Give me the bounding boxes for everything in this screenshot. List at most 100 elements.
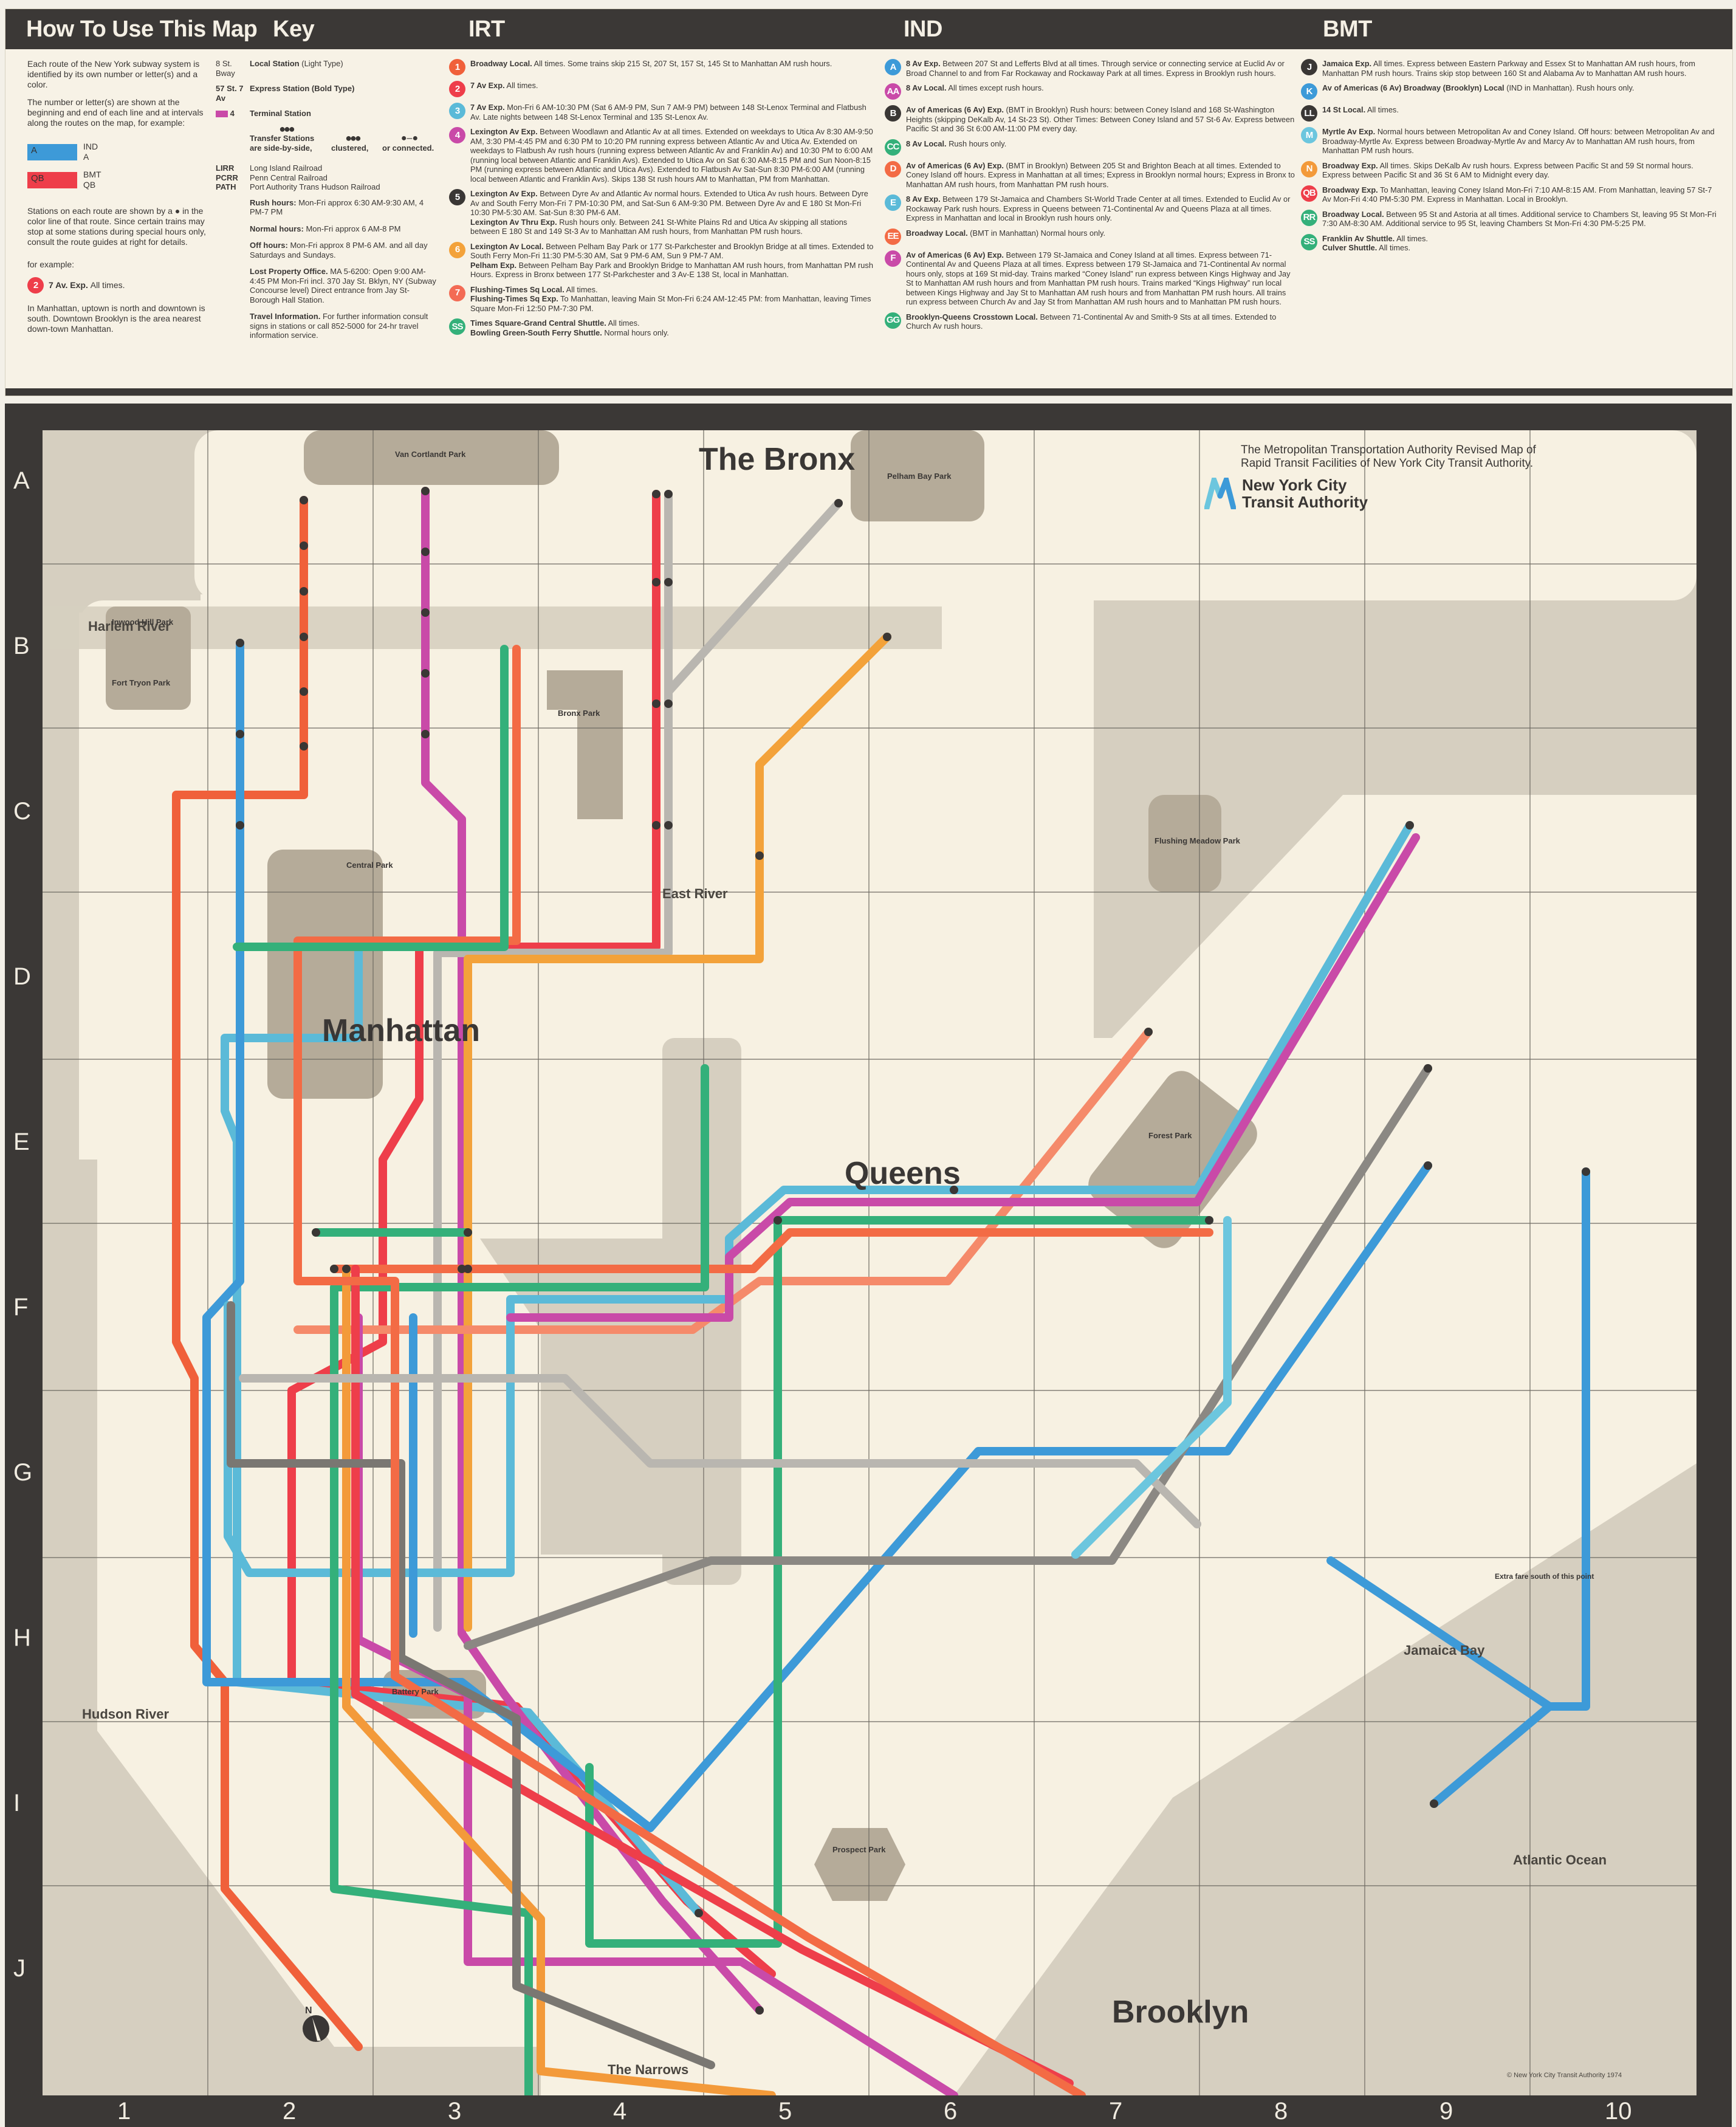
svg-text:N: N: [305, 2005, 312, 2016]
route-description: Lexington Av Exp. Between Woodlawn and A…: [470, 127, 873, 184]
route-description: Av of Americas (6 Av) Exp. (BMT in Brook…: [906, 160, 1295, 189]
route-description: Av of Americas (6 Av) Broadway (Brooklyn…: [1322, 83, 1635, 92]
example-label: for example:: [27, 259, 75, 269]
route-bullet-icon: EE: [885, 228, 901, 245]
route-M-line: [1071, 1216, 1232, 1559]
route-description: 8 Av Local. All times except rush hours.: [906, 83, 1044, 92]
route-bullet-icon: F: [885, 250, 901, 267]
grid-row-label: F: [13, 1294, 29, 1321]
park-battery: Battery Park: [392, 1687, 439, 1696]
borough-labels: The Bronx Manhattan Queens Brooklyn: [322, 442, 1249, 2030]
mta-m-logo-icon: [1204, 478, 1236, 509]
water-labels: Harlem River East River Hudson River Jam…: [82, 619, 1607, 2077]
route-description: Flushing-Times Sq Local. All times.Flush…: [470, 284, 871, 313]
grid-row-label: A: [13, 467, 30, 494]
route-A-line: [202, 639, 1432, 1832]
route-bullet-icon: SS: [449, 318, 465, 335]
map-title: The Metropolitan Transportation Authorit…: [1241, 444, 1536, 470]
route-1-line: [172, 496, 363, 2051]
water-atlantic-ocean: Atlantic Ocean: [1513, 1852, 1607, 1868]
grid-row-label: G: [13, 1459, 33, 1486]
howto-para-3: Stations on each route are shown by a ● …: [27, 206, 206, 247]
water-hudson-river: Hudson River: [82, 1706, 169, 1722]
grid-row-label: J: [13, 1955, 26, 1982]
route-description: Myrtle Av Exp. Normal hours between Metr…: [1322, 127, 1715, 155]
legend-bottom-bar: [5, 388, 1732, 396]
water-jamaica-bay: Jamaica Bay: [1404, 1643, 1485, 1658]
subway-map[interactable]: The Bronx Manhattan Queens Brooklyn Harl…: [43, 430, 1697, 2095]
route-bullet-icon: J: [1301, 59, 1317, 75]
ind-heading: IND: [904, 16, 942, 42]
route-description: Times Square-Grand Central Shuttle. All …: [470, 318, 669, 337]
route-bullet-icon: N: [1301, 160, 1317, 177]
route-N-line: [342, 1265, 776, 2095]
key-hours: Rush hours: Mon-Fri approx 6:30 AM-9:30 …: [250, 198, 436, 340]
route-description: 7 Av Exp. All times.: [470, 81, 538, 90]
howto-para-1: Each route of the New York subway system…: [27, 59, 200, 89]
route-F-queens: [506, 833, 1420, 1322]
grid-col-label: 6: [944, 2098, 958, 2125]
park-forest: Forest Park: [1148, 1131, 1192, 1140]
park-pelham-bay: Pelham Bay Park: [887, 472, 952, 481]
grid-col-label: 4: [613, 2098, 627, 2125]
route-description: Av of Americas (6 Av) Exp. (BMT in Brook…: [906, 105, 1295, 133]
route-bullet-icon: RR: [1301, 209, 1317, 226]
park-prospect: Prospect Park: [832, 1845, 886, 1854]
grid-row-label: E: [13, 1129, 30, 1155]
sample-bmt: QB BMT QB: [27, 170, 210, 190]
transfer-connected-icon: ●–●: [400, 133, 419, 143]
park-van-cortlandt: Van Cortlandt Park: [395, 450, 466, 459]
grid-col-label: 9: [1439, 2098, 1453, 2125]
route-4-line: [421, 487, 764, 2015]
route-description: Lexington Av Local. Between Pelham Bay P…: [470, 241, 874, 280]
route-GG-line: [585, 1216, 782, 1948]
route-A-farrock: [1545, 1167, 1590, 1711]
route-bullet-icon: 1: [449, 59, 465, 75]
grid-col-label: 5: [778, 2098, 792, 2125]
borough-bronx: The Bronx: [699, 442, 855, 477]
extra-fare-note: Extra fare south of this point: [1495, 1572, 1594, 1581]
route-J-line: [464, 1064, 1432, 1650]
transfer-side-icon: ●●●: [279, 122, 295, 135]
route-bullet-icon: LL: [1301, 105, 1317, 122]
grid-col-label: 7: [1109, 2098, 1123, 2125]
key-express-station: 57 St. 7 Av Express Station (Bold Type): [216, 84, 355, 103]
route-description: Broadway Local. (BMT in Manhattan) Norma…: [906, 228, 1106, 238]
route-entry-m: M Myrtle Av Exp. Normal hours between Met…: [1301, 127, 1720, 156]
route-description: Broadway Local. Between 95 St and Astori…: [1322, 209, 1717, 229]
route-bullet-icon: 2: [449, 81, 465, 97]
route-description: Broadway Exp. All times. Skips DeKalb Av…: [1322, 160, 1693, 180]
sample-ind: A IND A: [27, 142, 210, 162]
route-entry-n: N Broadway Exp. All times. Skips DeKalb A…: [1301, 160, 1720, 180]
route-bullet-icon: D: [885, 160, 901, 177]
grid-row-label: D: [13, 963, 31, 990]
water-harlem-river: Harlem River: [88, 619, 171, 634]
route-bullet-icon: CC: [885, 139, 901, 156]
map-canvas: The Bronx Manhattan Queens Brooklyn Harl…: [43, 430, 1697, 2095]
route-EE-line: [330, 1228, 1213, 1273]
park-fort-tryon: Fort Tryon Park: [112, 678, 171, 687]
park-inwood: Inwood Hill Park: [112, 617, 174, 627]
key-local-station: 8 St. Bway Local Station (Light Type): [216, 59, 343, 78]
route-B-line: [227, 1301, 715, 2069]
grid-col-label: 1: [117, 2098, 131, 2125]
howto-para-4: In Manhattan, uptown is north and downto…: [27, 303, 205, 334]
route-description: 8 Av Exp. Between 179 St-Jamaica and Cha…: [906, 194, 1291, 222]
howto-para-2: The number or letter(s) are shown at the…: [27, 97, 204, 128]
route-entry-rr: RR Broadway Local. Between 95 St and Asto…: [1301, 209, 1720, 229]
key-terminal-station: 4 Terminal Station: [216, 109, 437, 119]
water-east-river: East River: [662, 886, 728, 901]
route-bullet-icon: M: [1301, 127, 1317, 143]
irt-heading: IRT: [468, 16, 505, 42]
legend-panel: How To Use This Map Key IRT IND BMT Each…: [5, 9, 1733, 396]
station-dots: [236, 487, 1590, 2015]
